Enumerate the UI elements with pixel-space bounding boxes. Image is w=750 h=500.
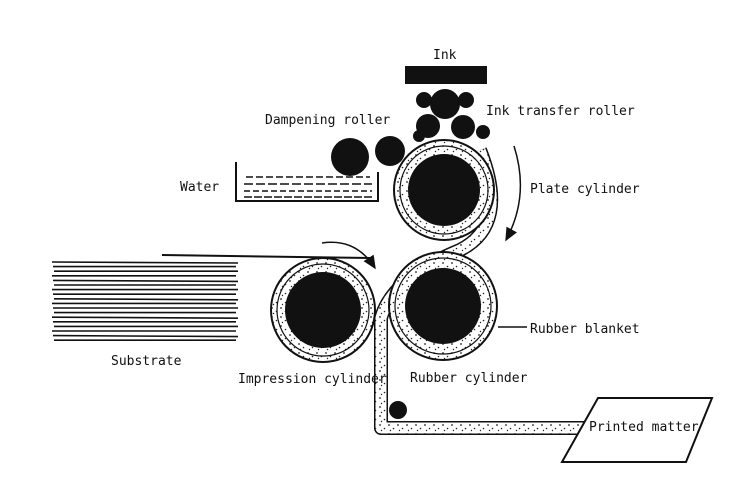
impression-cylinder-label: Impression cylinder <box>238 372 387 387</box>
guide-roller <box>389 401 407 419</box>
plate-cylinder-label: Plate cylinder <box>530 182 640 197</box>
ink-transfer-roller-label: Ink transfer roller <box>486 104 635 119</box>
printed-matter-sheet <box>560 397 714 463</box>
ink-transfer-roller <box>451 115 475 139</box>
rubber-blanket-label: Rubber blanket <box>530 322 640 337</box>
substrate-sheet <box>51 261 239 264</box>
water-label: Water <box>180 180 220 195</box>
dampening-roller-label: Dampening roller <box>265 113 391 128</box>
plate-rotation-arrow <box>505 145 522 242</box>
ink-transfer-roller <box>430 89 460 119</box>
ink-label: Ink <box>433 48 457 63</box>
impression-rotation-arrow <box>321 241 376 270</box>
impression-cylinder <box>270 257 376 363</box>
ink-transfer-roller <box>416 92 432 108</box>
ink-transfer-roller <box>413 130 425 142</box>
substrate-sheet <box>52 279 239 283</box>
substrate-label: Substrate <box>111 354 182 369</box>
dampening-roller <box>375 136 405 166</box>
ink-transfer-roller-group <box>413 89 490 142</box>
water-tray <box>235 162 379 202</box>
substrate-stack <box>51 261 239 342</box>
substrate-sheet <box>53 297 239 301</box>
substrate-feed-line <box>161 254 371 259</box>
rubber-cylinder <box>388 251 498 361</box>
plate-cylinder <box>393 139 495 241</box>
rubber-cylinder-label: Rubber cylinder <box>410 371 528 386</box>
substrate-sheet <box>52 334 239 338</box>
substrate-sheet <box>51 316 239 320</box>
printed-matter-label: Printed matter <box>589 420 699 435</box>
dampening-roller <box>331 138 369 176</box>
ink-block <box>405 66 487 84</box>
ink-transfer-roller <box>476 125 490 139</box>
ink-transfer-roller <box>458 92 474 108</box>
